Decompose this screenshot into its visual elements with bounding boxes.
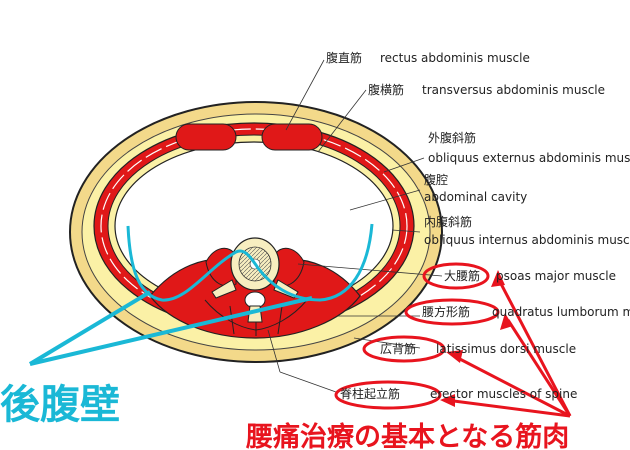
rectus-jp-label: 腹直筋 <box>326 50 362 65</box>
int-oblique-jp-label: 内腹斜筋 <box>424 214 472 229</box>
psoas-circle <box>422 262 490 290</box>
leader-lines <box>267 59 443 393</box>
rectus-left <box>175 123 237 151</box>
latissimus-circle <box>362 335 446 363</box>
erector-jp-label: 脊柱起立筋 <box>340 386 400 401</box>
anatomy-labels: 腹直筋 rectus abdominis muscle 腹横筋 transver… <box>326 50 630 401</box>
ext-oblique-en-label: obliquus externus abdominis muscle <box>428 151 630 165</box>
rectus-right <box>261 123 323 151</box>
erector-en-label: erector muscles of spine <box>430 387 577 401</box>
latissimus-en-label: latissimus dorsi muscle <box>436 342 576 356</box>
psoas-en-label: psoas major muscle <box>496 269 616 283</box>
ext-oblique-jp-label: 外腹斜筋 <box>428 130 476 145</box>
quadratus-circle <box>404 298 500 326</box>
cavity-en-label: abdominal cavity <box>424 190 527 204</box>
posterior-wall-label: 後腹壁 <box>0 382 120 428</box>
quadratus-en-label: quadratus lumborum muscle <box>492 305 630 319</box>
int-oblique-en-label: obliquus internus abdominis muscle <box>424 233 630 247</box>
core-muscles-label: 腰痛治療の基本となる筋肉 <box>245 421 569 450</box>
transversus-en-label: transversus abdominis muscle <box>422 83 605 97</box>
core-muscle-arrows <box>440 270 572 418</box>
erector-circle <box>334 380 442 410</box>
cavity-jp-label: 腹腔 <box>424 172 448 187</box>
core-muscle-highlights <box>334 262 500 410</box>
psoas-jp-label: 大腰筋 <box>444 268 480 283</box>
rectus-en-label: rectus abdominis muscle <box>380 51 530 65</box>
posterior-wall-highlight <box>28 223 374 366</box>
transversus-jp-label: 腹横筋 <box>368 82 404 97</box>
quadratus-jp-label: 腰方形筋 <box>422 304 470 319</box>
latissimus-jp-label: 広背筋 <box>380 341 416 356</box>
